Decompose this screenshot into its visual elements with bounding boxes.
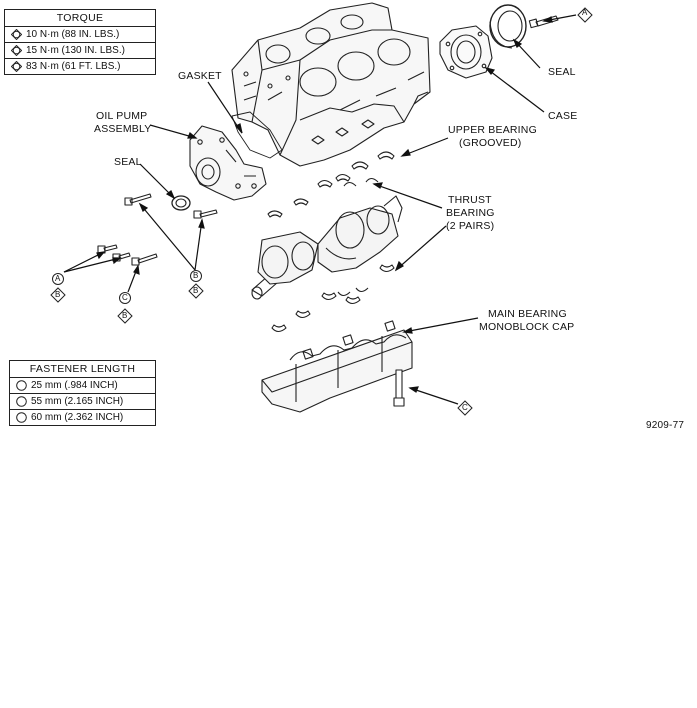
fastener-length-table: FASTENER LENGTH 25 mm (.984 INCH) 55 mm …: [9, 360, 156, 426]
torque-row-b: 15 N·m (130 IN. LBS.): [5, 43, 155, 59]
fastener-value-b: 55 mm (2.165 INCH): [31, 396, 124, 407]
torque-table: TORQUE 10 N·m (88 IN. LBS.) 15 N·m (130 …: [4, 9, 156, 75]
label-main-bearing-line1: MAIN BEARING: [488, 308, 567, 320]
upper-bearings: [267, 151, 395, 218]
rear-seal: [489, 4, 527, 49]
fastener-row-b: 55 mm (2.165 INCH): [10, 394, 155, 410]
main-bearing-monoblock-cap: [261, 320, 413, 413]
oil-pump-gasket: [231, 111, 283, 159]
callout-b-diamond-right: B: [193, 286, 199, 295]
case-bolt: [528, 15, 559, 29]
torque-row-a: 10 N·m (88 IN. LBS.): [5, 27, 155, 43]
label-seal-right: SEAL: [548, 66, 576, 78]
figure-reference-number: 9209-77: [646, 420, 685, 431]
torque-row-c: 83 N·m (61 FT. LBS.): [5, 59, 155, 74]
label-thrust-line3: (2 PAIRS): [446, 220, 495, 232]
oil-pump-seal: [171, 195, 191, 211]
label-thrust-line1: THRUST: [448, 194, 492, 206]
callout-a-left-circle: A: [55, 274, 61, 283]
label-oil-pump-line1: OIL PUMP: [96, 110, 148, 122]
torque-value-c: 83 N·m (61 FT. LBS.): [26, 61, 121, 72]
callout-c-circle: C: [122, 293, 128, 302]
oil-pump-assembly: [189, 125, 267, 201]
rear-seal-case: [439, 25, 493, 79]
callout-b-torque-icon: [11, 44, 22, 56]
label-main-bearing-line2: MONOBLOCK CAP: [479, 321, 575, 333]
leader-lines: [63, 14, 577, 405]
callout-b-circle-icon: [16, 396, 27, 407]
torque-value-b: 15 N·m (130 IN. LBS.): [26, 45, 125, 56]
label-oil-pump-line2: ASSEMBLY: [94, 123, 152, 135]
callout-b-left-diamond: B: [55, 290, 61, 299]
fastener-value-c: 60 mm (2.362 INCH): [31, 412, 124, 423]
torque-table-title: TORQUE: [5, 10, 155, 27]
callout-b-diamond-lower: B: [122, 311, 128, 320]
label-case: CASE: [548, 110, 578, 122]
oil-pump-bolts: [97, 193, 218, 266]
fastener-row-c: 60 mm (2.362 INCH): [10, 410, 155, 425]
fastener-row-a: 25 mm (.984 INCH): [10, 378, 155, 394]
callout-symbols: [50, 7, 593, 416]
label-upper-bearing-line1: UPPER BEARING: [448, 124, 537, 136]
callout-a-circle-icon: [16, 380, 27, 391]
callout-a-top: A: [582, 8, 588, 17]
label-gasket: GASKET: [178, 70, 222, 82]
callout-c-torque-icon: [11, 60, 22, 72]
callout-c-bottom: C: [462, 403, 468, 412]
callout-b-circle-right: B: [193, 271, 199, 280]
lower-bearings: [271, 264, 395, 333]
label-thrust-line2: BEARING: [446, 207, 495, 219]
crankshaft: [251, 195, 403, 300]
callout-a-torque-icon: [11, 28, 22, 40]
fastener-table-title: FASTENER LENGTH: [10, 361, 155, 378]
label-seal-left: SEAL: [114, 156, 142, 168]
engine-block: [231, 2, 431, 167]
main-cap-bolt: [393, 369, 405, 407]
callout-c-circle-icon: [16, 412, 27, 423]
fastener-value-a: 25 mm (.984 INCH): [31, 380, 118, 391]
label-upper-bearing-line2: (GROOVED): [459, 137, 522, 149]
torque-value-a: 10 N·m (88 IN. LBS.): [26, 29, 120, 40]
